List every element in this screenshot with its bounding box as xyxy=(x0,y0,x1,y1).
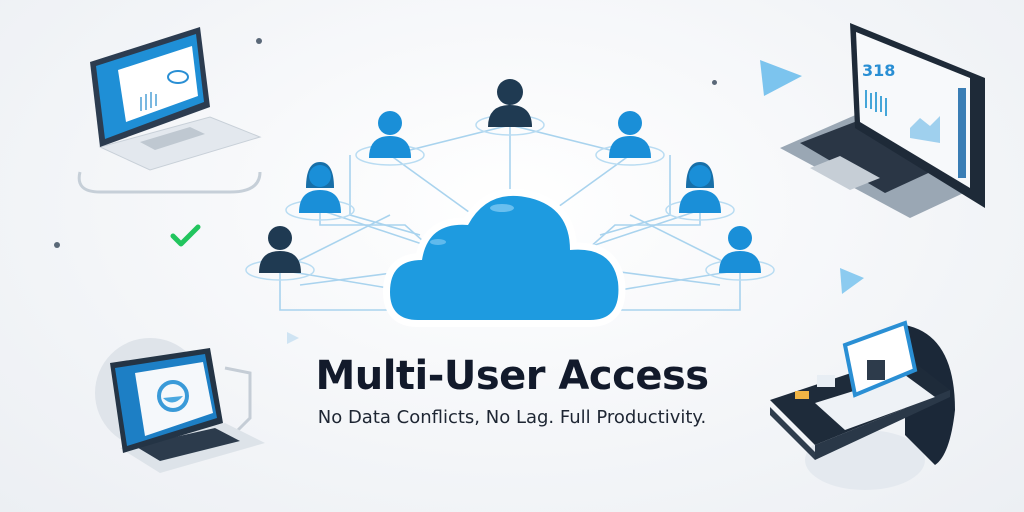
user-icon-upper-left xyxy=(369,111,411,158)
user-icon-lower-left xyxy=(259,226,301,273)
check-icon xyxy=(170,224,201,247)
laptop-bottom-left xyxy=(95,338,265,473)
laptop-top-right: 318 xyxy=(780,23,985,218)
laptop-bottom-right xyxy=(770,320,955,490)
decorative-dot xyxy=(256,38,262,44)
user-icon-top-center xyxy=(488,79,532,127)
user-icon-upper-right xyxy=(609,111,651,158)
page-subtitle: No Data Conflicts, No Lag. Full Producti… xyxy=(317,407,707,428)
triangle-icon xyxy=(287,332,299,344)
decorative-dot xyxy=(712,80,717,85)
user-icon-lower-right xyxy=(719,226,761,273)
screen-metric-value: 318 xyxy=(862,61,895,80)
user-icon-mid-right xyxy=(679,162,721,213)
decorative-dot xyxy=(54,242,60,248)
cloud-icon xyxy=(383,188,626,327)
page-title: Multi-User Access xyxy=(315,353,709,399)
user-icon-mid-left xyxy=(299,162,341,213)
triangle-icon xyxy=(760,60,802,96)
triangle-icon xyxy=(840,268,864,294)
network-diagram xyxy=(245,79,775,327)
laptop-top-left xyxy=(77,27,262,194)
